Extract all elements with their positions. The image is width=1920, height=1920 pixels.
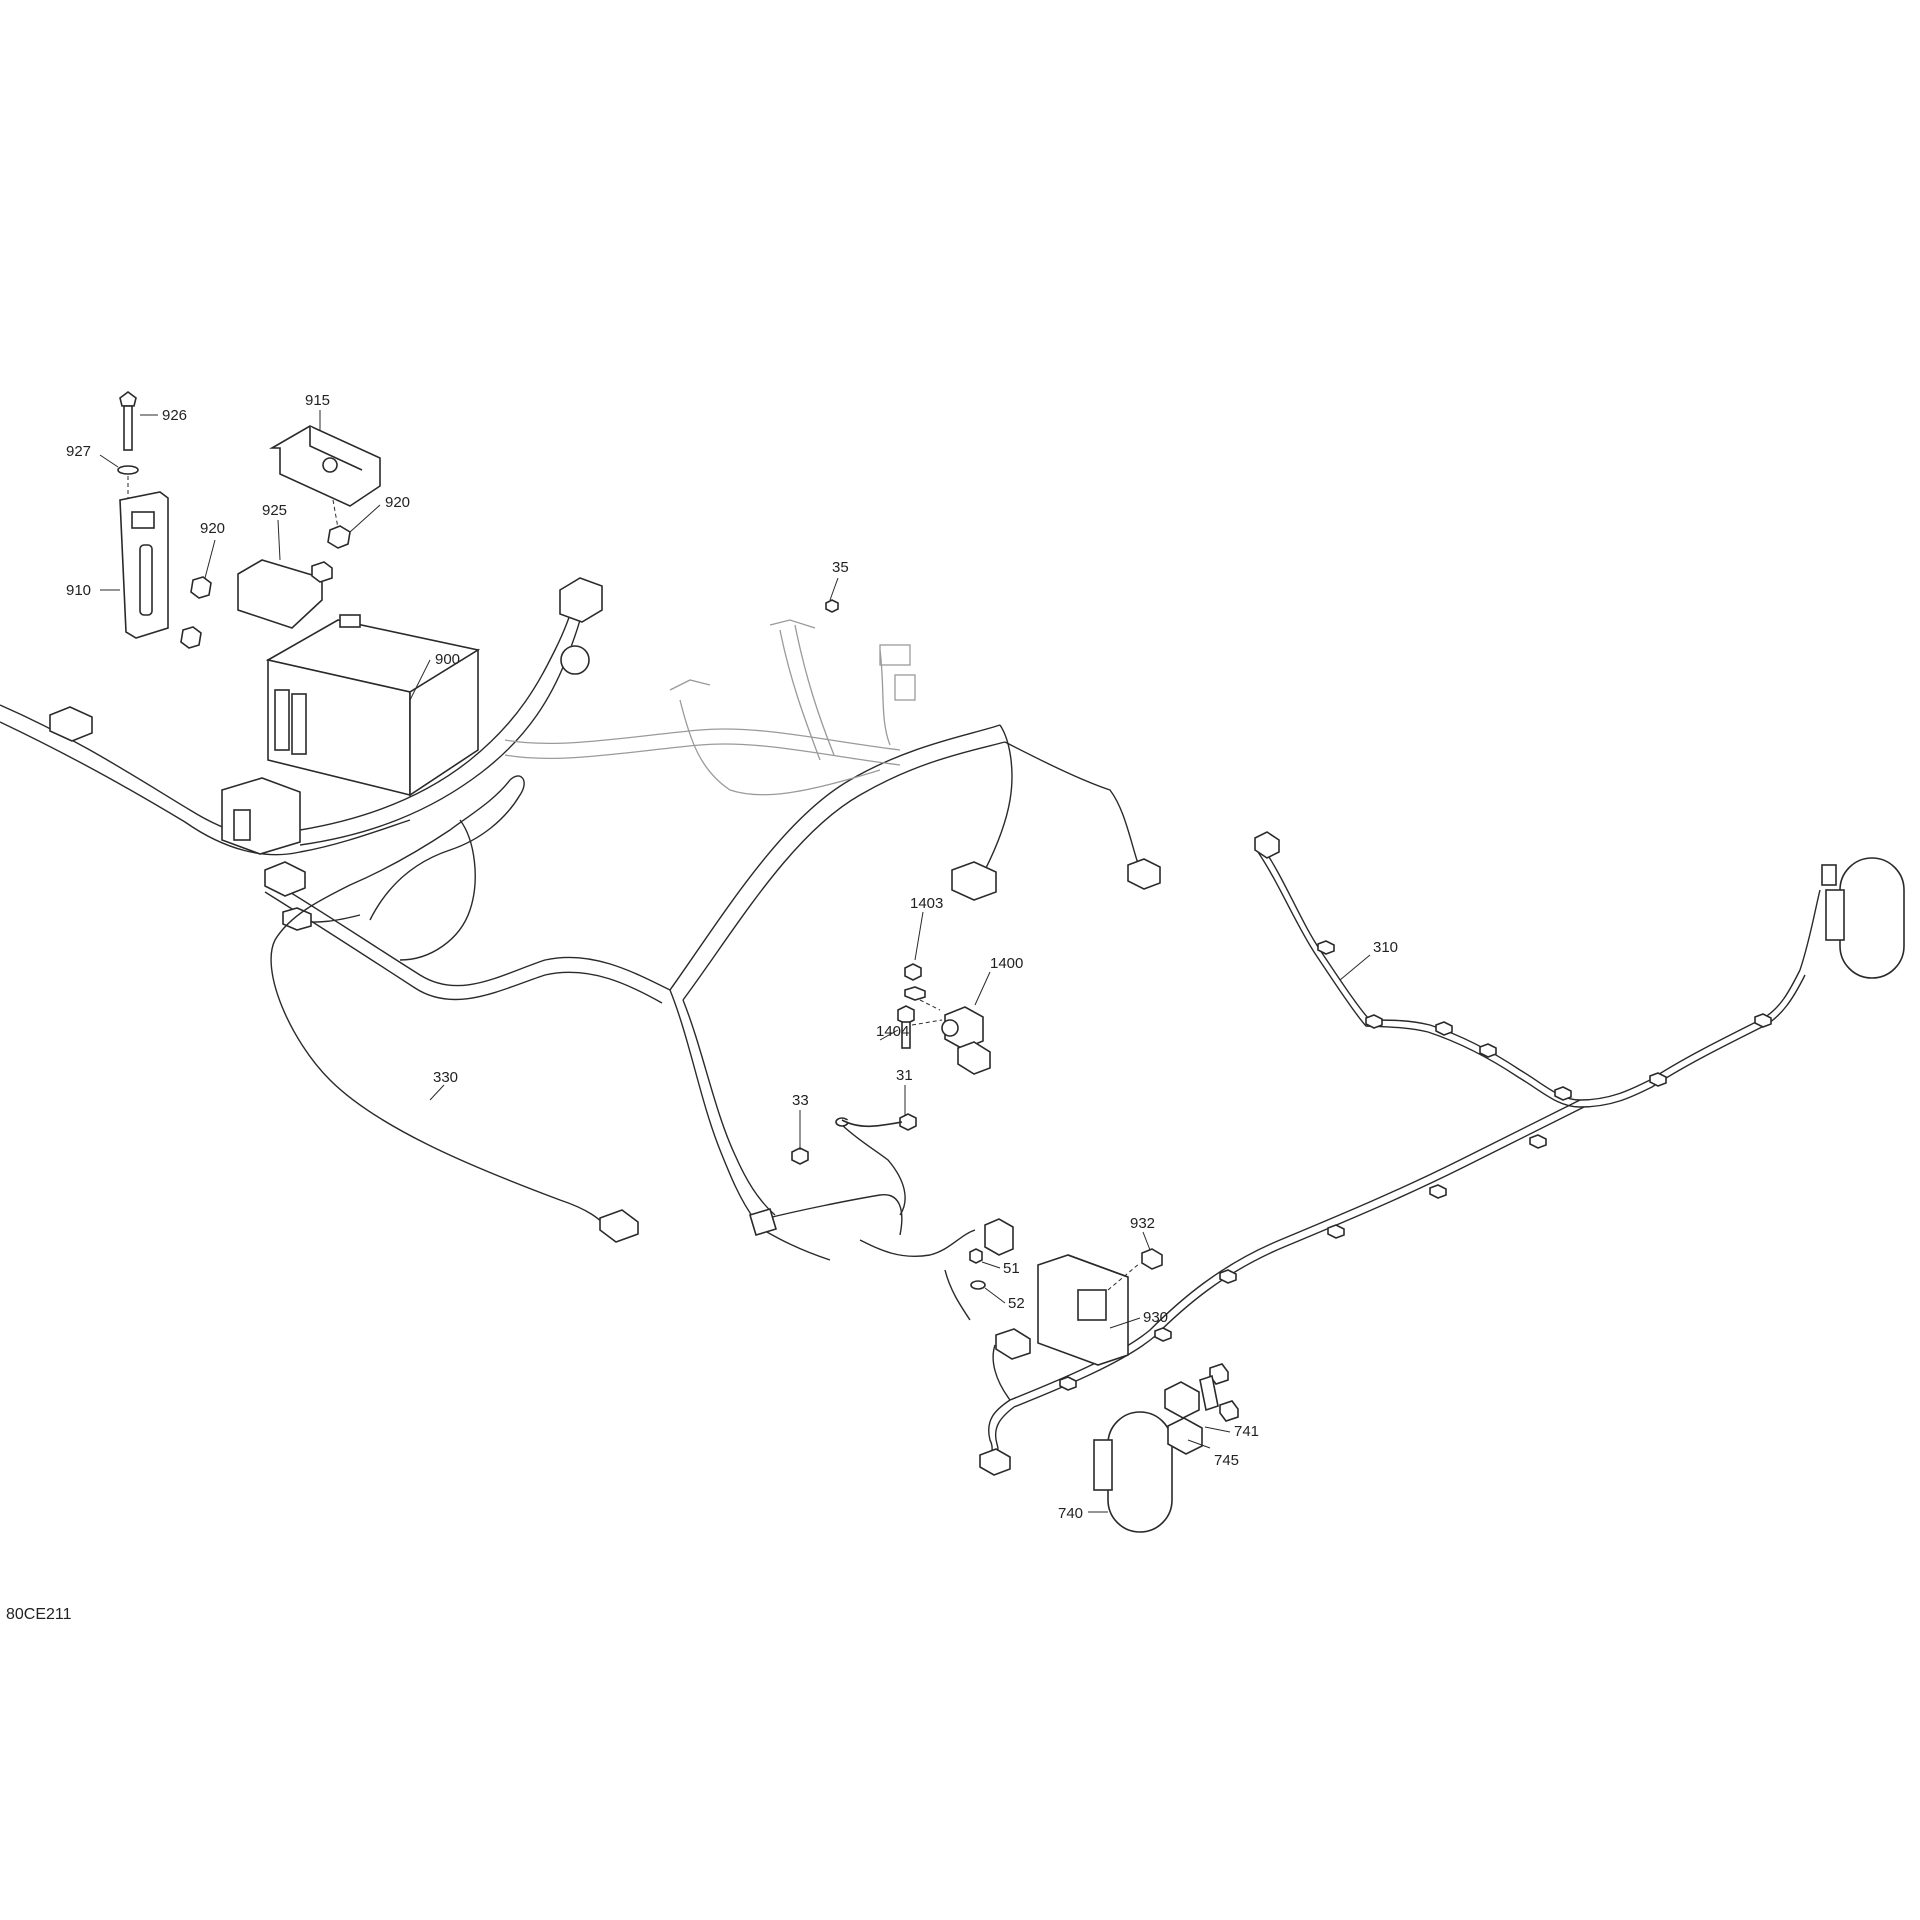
callout-31: 31 (896, 1067, 913, 1084)
nut-33 (791, 1147, 809, 1165)
callout-741: 741 (1234, 1423, 1259, 1440)
callout-1403: 1403 (910, 895, 943, 912)
diagram-code: 80CE211 (6, 1606, 72, 1623)
callout-1404: 1404 (876, 1023, 909, 1040)
bolt-741 (1199, 1363, 1239, 1422)
bolt-926 (119, 391, 137, 451)
washer-1403b (904, 986, 926, 1001)
harness-330 (270, 775, 639, 1243)
callout-925: 925 (262, 502, 287, 519)
bolt-1403 (904, 963, 922, 981)
callout-33: 33 (792, 1092, 809, 1109)
nut-932 (1141, 1248, 1163, 1270)
callout-927: 927 (66, 443, 91, 460)
callout-900: 900 (435, 651, 460, 668)
callout-745: 745 (1214, 1452, 1239, 1469)
callout-35: 35 (832, 559, 849, 576)
plate-925 (237, 559, 333, 629)
harness-310 (979, 831, 1821, 1476)
callout-310: 310 (1373, 939, 1398, 956)
callout-932: 932 (1130, 1215, 1155, 1232)
module-930 (1037, 1254, 1129, 1366)
light-740-right (1821, 857, 1905, 979)
main-harness (0, 577, 1161, 1321)
fastener-35 (825, 599, 839, 613)
bracket-745 (1164, 1381, 1203, 1455)
leader-lines (99, 410, 1371, 1513)
battery-bracket-910 (119, 491, 169, 639)
callout-930: 930 (1143, 1309, 1168, 1326)
light-740-left (1093, 1411, 1173, 1533)
callout-910: 910 (66, 582, 91, 599)
callout-labels: 926 927 915 920 920 925 910 900 35 1403 … (66, 392, 1398, 1522)
battery-900 (265, 614, 481, 797)
callout-1400: 1400 (990, 955, 1023, 972)
callout-915: 915 (305, 392, 330, 409)
nut-920-b (327, 525, 351, 549)
callout-740: 740 (1058, 1505, 1083, 1522)
ghosted-harness (504, 619, 916, 796)
callout-51: 51 (1003, 1260, 1020, 1277)
connector-1400 (941, 1006, 991, 1075)
washer-52 (970, 1280, 986, 1290)
fastener-51 (969, 1248, 983, 1264)
callout-330: 330 (433, 1069, 458, 1086)
callout-52: 52 (1008, 1295, 1025, 1312)
callout-920-right: 920 (385, 494, 410, 511)
bolt-1404 (897, 1005, 915, 1049)
nut-920-a (180, 576, 212, 649)
callout-920-left: 920 (200, 520, 225, 537)
washer-927 (117, 465, 139, 475)
callout-926: 926 (162, 407, 187, 424)
battery-hold-down-915 (269, 425, 381, 507)
bolt-31 (841, 1113, 917, 1131)
